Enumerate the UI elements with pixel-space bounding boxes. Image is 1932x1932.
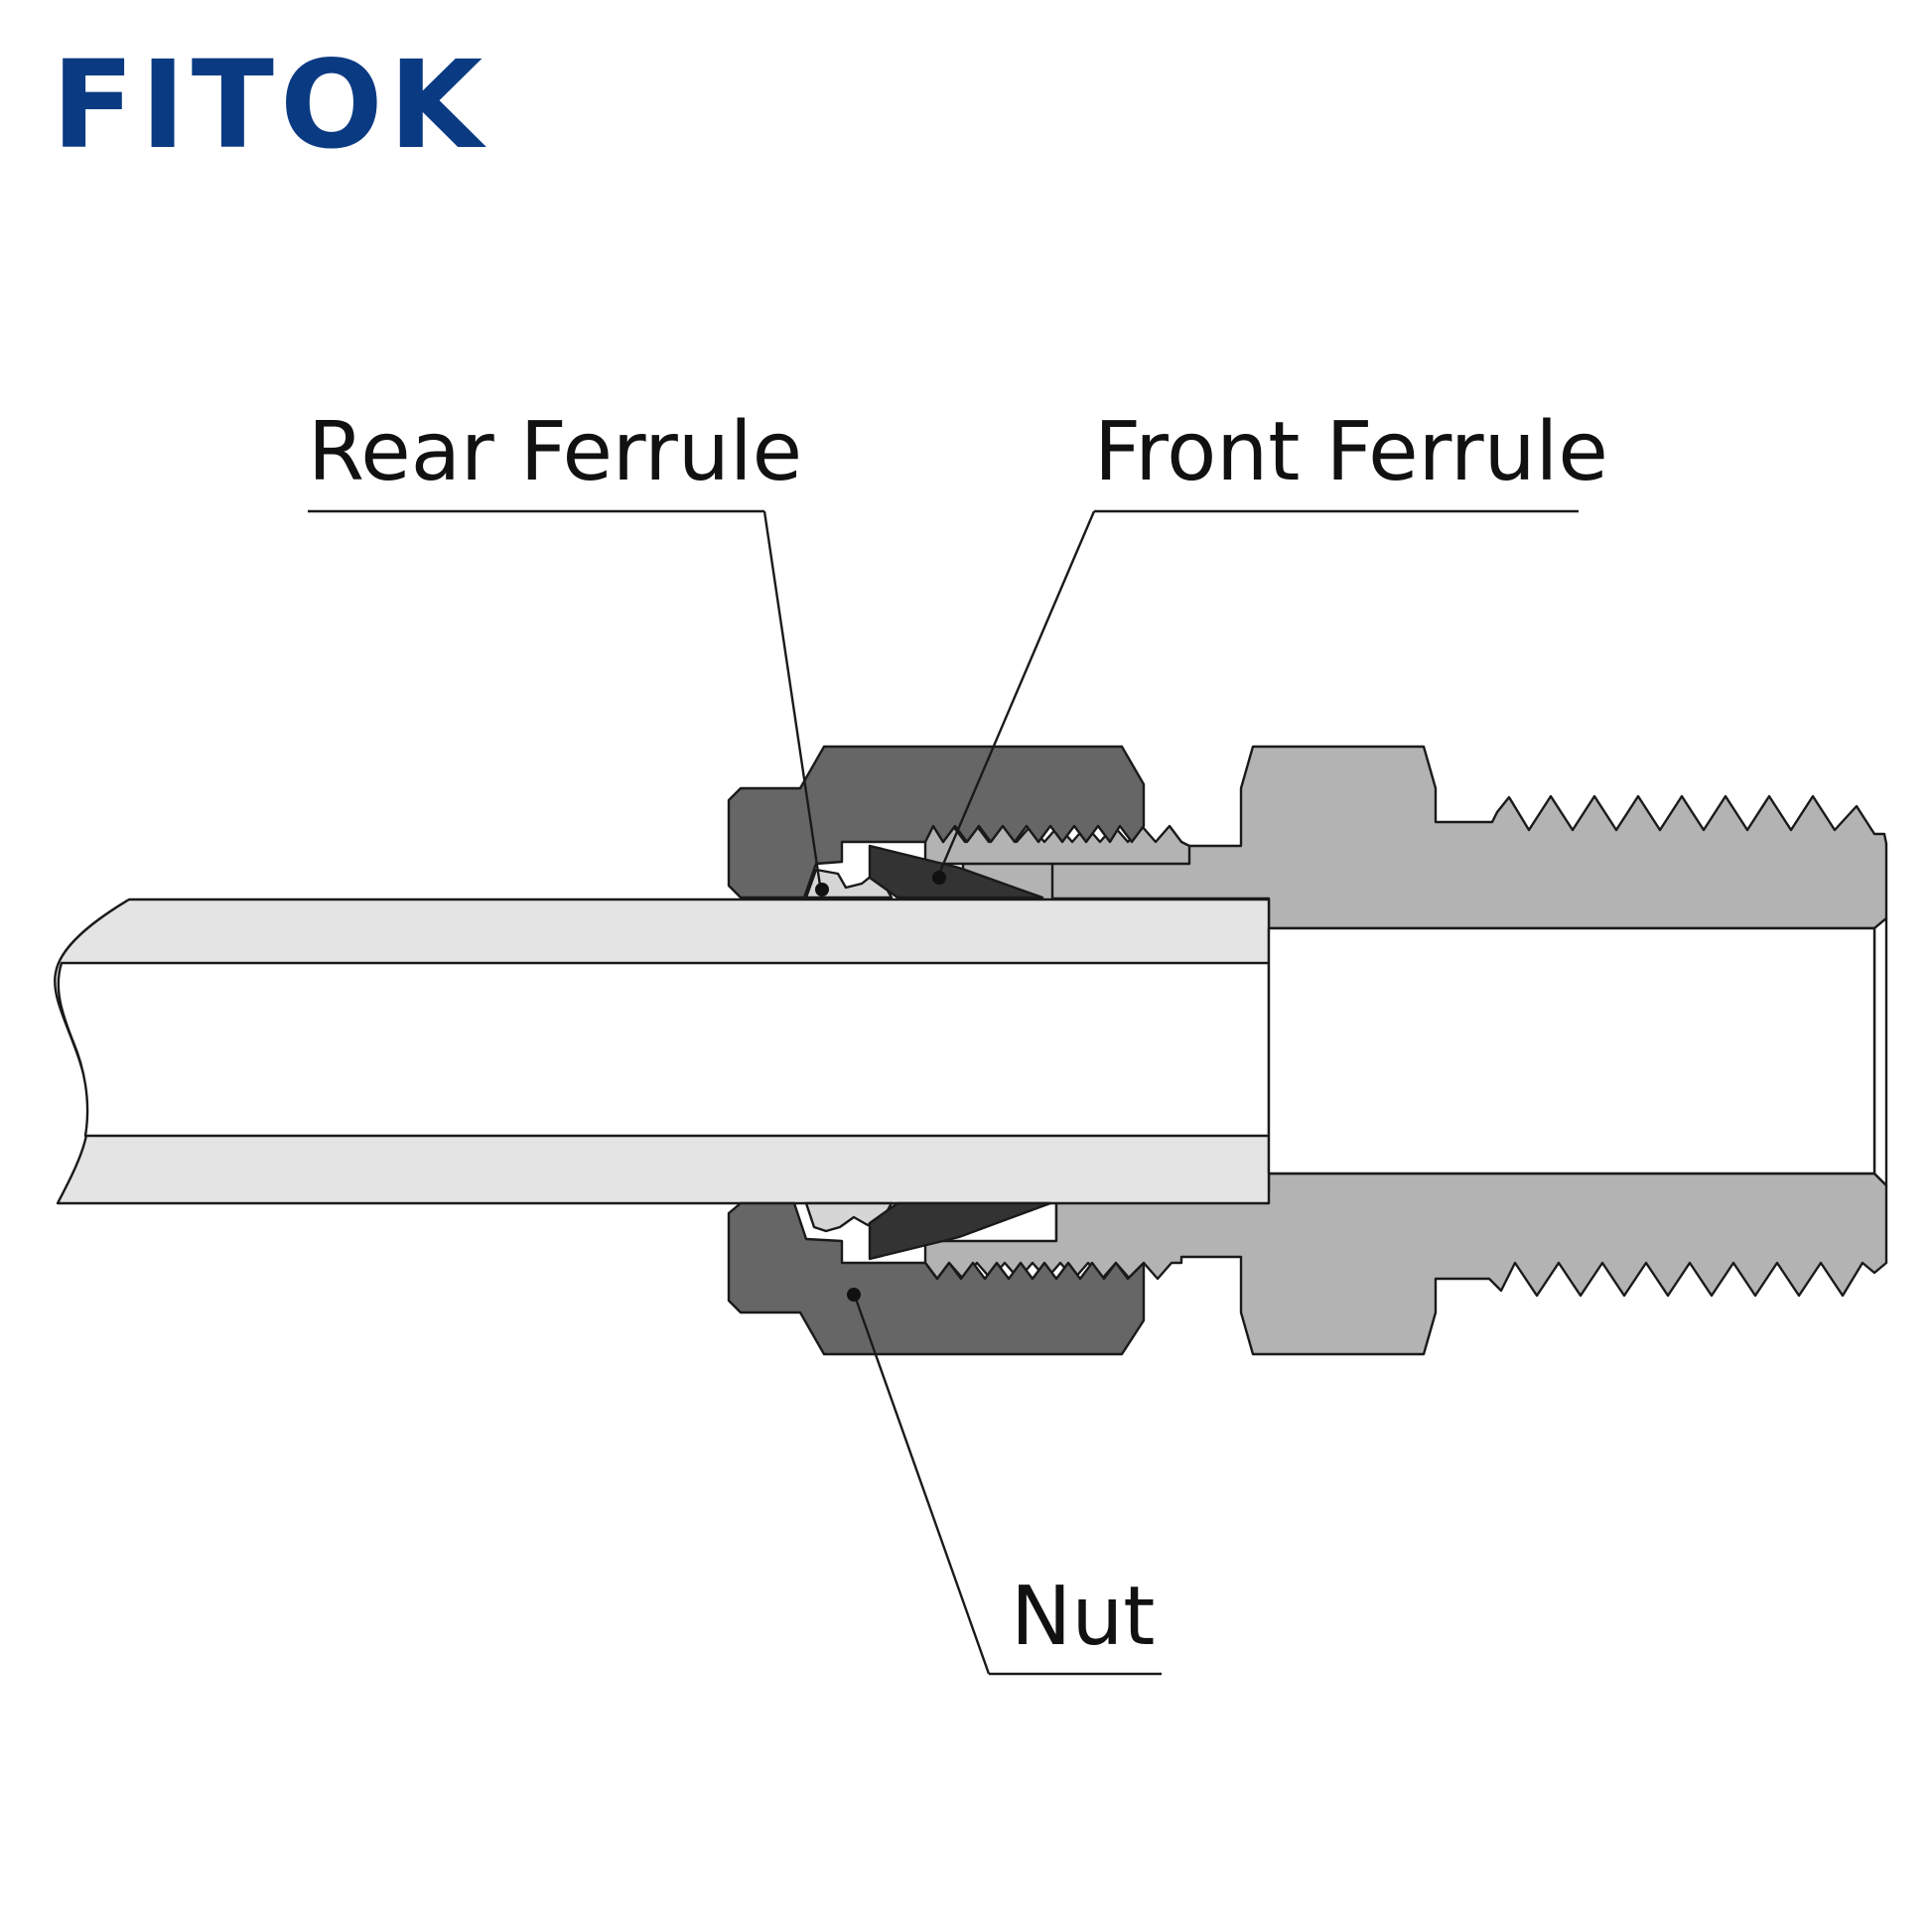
front-ferrule-label: Front Ferrule: [1094, 405, 1608, 499]
front-ferrule-lower: [868, 1201, 1052, 1261]
fitok-logo: FITOK: [52, 35, 488, 176]
rear-ferrule-lower: [804, 1201, 894, 1233]
nut-upper: [727, 745, 1146, 899]
nut-dot: [847, 1288, 861, 1302]
body-bore-end: [1872, 916, 1888, 1187]
body-main-lower: [923, 1172, 1888, 1356]
nut-label: Nut: [1011, 1570, 1155, 1664]
rear-ferrule-label: Rear Ferrule: [308, 405, 802, 499]
body-bore: [1267, 926, 1876, 1175]
rear-ferrule-dot: [815, 883, 829, 897]
callout-nut: Nut: [847, 1288, 1162, 1676]
nut-lower: [727, 1201, 1146, 1356]
nut-leader: [854, 1298, 991, 1675]
tube: [54, 897, 1876, 1205]
callout-front-ferrule: Front Ferrule: [932, 405, 1608, 885]
front-ferrule-dot: [932, 871, 946, 885]
callout-rear-ferrule: Rear Ferrule: [308, 405, 829, 897]
tube-bore: [57, 961, 1271, 1138]
nut: [727, 745, 1146, 1356]
front-ferrule-leader: [937, 510, 1096, 875]
rear-ferrule-leader: [762, 510, 822, 887]
body-thread-upper: [923, 824, 1191, 866]
